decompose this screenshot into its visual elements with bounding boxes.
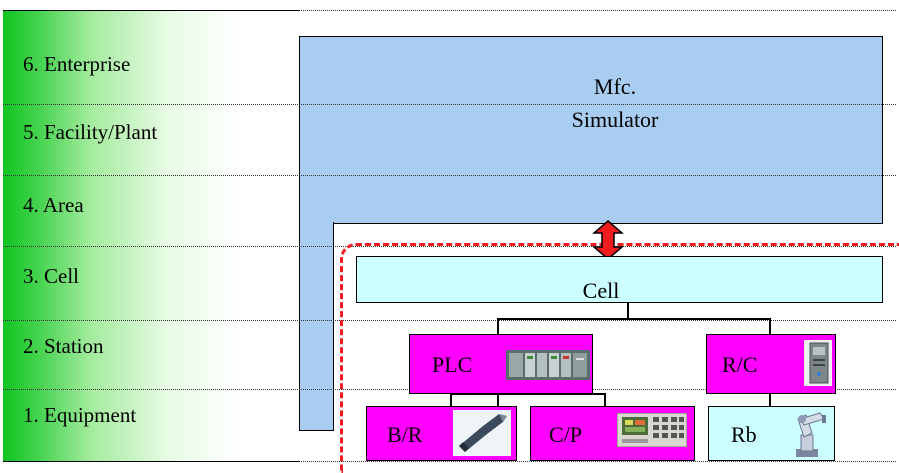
level-label-cell: 3. Cell	[23, 264, 79, 288]
connector-line	[604, 393, 606, 407]
connector-line	[627, 303, 629, 319]
double-arrow-icon	[592, 220, 624, 260]
robot-controller-label: R/C	[722, 352, 758, 377]
level-divider	[3, 175, 896, 176]
level-divider	[299, 10, 896, 11]
level-label-station: 2. Station	[23, 334, 104, 358]
connector-line	[497, 393, 499, 407]
control-panel-label: C/P	[549, 422, 583, 447]
level-divider	[299, 461, 896, 462]
plc-rack-icon	[506, 350, 590, 380]
simulator-label-line2: Simulator	[571, 107, 659, 132]
cell-block	[356, 256, 883, 303]
cell-boundary	[340, 243, 899, 473]
level-label-equipment: 1. Equipment	[23, 403, 137, 427]
connector-line	[450, 393, 452, 407]
robot-controller-icon	[804, 340, 832, 386]
level-divider	[3, 320, 896, 321]
level-column	[3, 11, 299, 462]
cell-label: Cell	[582, 278, 620, 303]
level-label-facility-plant: 5. Facility/Plant	[23, 120, 158, 144]
level-divider	[3, 461, 299, 462]
connector-line	[497, 318, 770, 320]
level-divider	[3, 10, 299, 11]
level-divider	[3, 104, 896, 105]
barcode-reader-label: B/R	[387, 422, 423, 447]
simulator-block	[299, 36, 883, 224]
level-label-enterprise: 6. Enterprise	[23, 52, 131, 76]
simulator-label: Mfc. Simulator	[540, 70, 690, 136]
simulator-label-line1: Mfc.	[593, 74, 637, 99]
connector-line	[769, 318, 771, 335]
barcode-reader-icon	[453, 410, 511, 456]
level-divider	[3, 246, 896, 247]
level-label-area: 4. Area	[23, 193, 84, 217]
plc-label: PLC	[432, 352, 473, 377]
connector-line	[497, 318, 499, 335]
robot-arm-icon	[796, 412, 826, 457]
simulator-stem	[299, 222, 334, 431]
robot-label: Rb	[731, 422, 757, 447]
control-panel-icon	[617, 413, 687, 447]
connector-line	[769, 393, 771, 407]
